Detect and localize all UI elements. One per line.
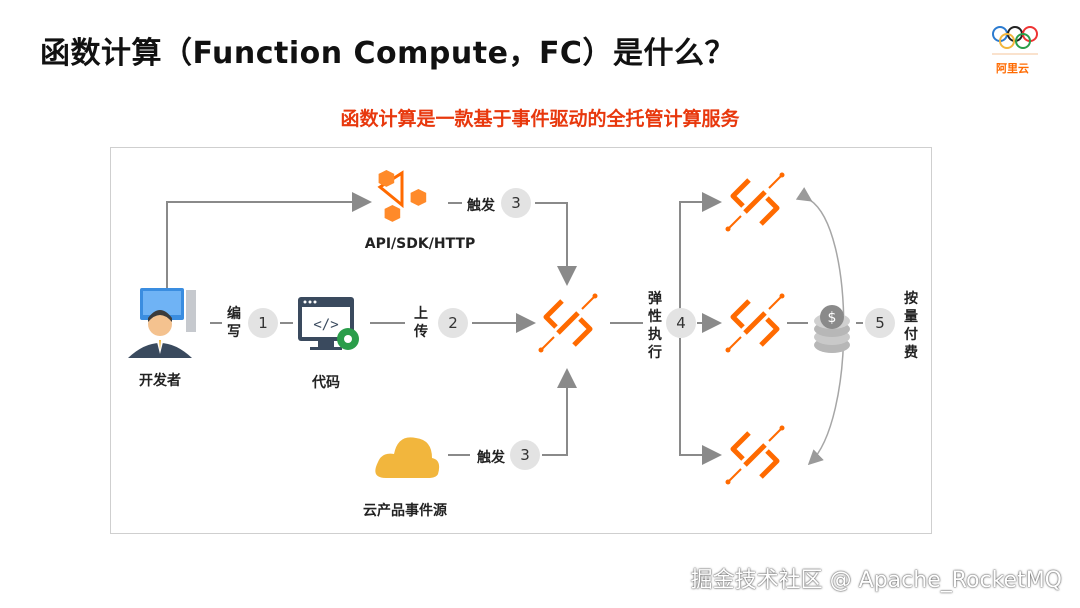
watermark: 掘金技术社区 @ Apache_RocketMQ <box>690 568 1062 593</box>
billing-step-badge: 5 <box>865 308 895 338</box>
api-trigger-badge: 3 <box>501 188 531 218</box>
function-compute-center-icon <box>539 294 598 353</box>
elastic-arrow-bottom <box>679 338 722 465</box>
elastic-step-badge: 4 <box>666 308 696 338</box>
diagram-subtitle: 函数计算是一款基于事件驱动的全托管计算服务 <box>340 108 740 130</box>
function-instance-top-icon <box>726 173 785 232</box>
svg-text:</>: </> <box>313 317 338 333</box>
cloud-trigger-badge: 3 <box>510 440 540 470</box>
cloud-source-label: 云产品事件源 <box>363 503 447 519</box>
api-trigger-label: 触发 <box>467 198 495 214</box>
aliyun-logo-text: 阿里云 <box>996 62 1029 75</box>
developer-label: 开发者 <box>139 373 181 389</box>
api-hexagon-icon <box>377 170 427 222</box>
api-label: API/SDK/HTTP <box>364 236 476 252</box>
cloud-icon <box>375 437 440 478</box>
coins-icon: $ <box>814 305 850 353</box>
developer-to-api-arrow <box>166 192 372 292</box>
write-step-badge: 1 <box>248 308 278 338</box>
page-title: 函数计算（Function Compute，FC）是什么？ <box>40 36 735 71</box>
upload-step-badge: 2 <box>438 308 468 338</box>
cloud-trigger-label: 触发 <box>477 450 505 466</box>
upload-step-label: 上传 <box>414 306 428 340</box>
function-instance-bottom-icon <box>726 426 785 485</box>
elastic-step-label: 弹性执行 <box>648 291 662 361</box>
elastic-arrow-top <box>679 192 722 312</box>
developer-icon <box>128 288 196 358</box>
function-instance-middle-icon <box>726 294 785 353</box>
code-laptop-icon: </> <box>298 297 359 350</box>
api-trigger-arrow <box>535 202 577 286</box>
write-step-label: 编写 <box>227 306 241 340</box>
cloud-trigger-arrow <box>542 368 577 456</box>
olympic-rings-logo <box>992 26 1038 55</box>
billing-step-label: 按量付费 <box>904 291 918 361</box>
code-label: 代码 <box>312 375 340 391</box>
svg-text:$: $ <box>828 310 837 326</box>
